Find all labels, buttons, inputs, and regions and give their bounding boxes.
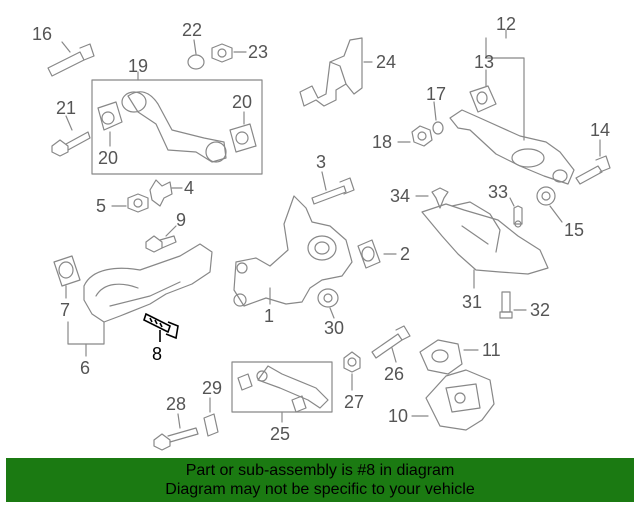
callout-24: 24 xyxy=(376,52,396,72)
callout-12: 12 xyxy=(496,14,516,34)
callout-21: 21 xyxy=(56,98,76,118)
callout-15: 15 xyxy=(564,220,584,240)
plate-4-icon xyxy=(149,179,173,207)
callout-29: 29 xyxy=(202,378,222,398)
callout-7: 7 xyxy=(60,300,70,320)
bolt-16-icon xyxy=(47,43,95,77)
callout-1: 1 xyxy=(264,306,274,326)
bushing-15-icon xyxy=(536,186,556,206)
callout-11: 11 xyxy=(482,340,501,360)
stud-33-icon xyxy=(513,205,523,228)
callout-34: 34 xyxy=(390,186,410,206)
callout-14: 14 xyxy=(590,120,610,140)
callout-19: 19 xyxy=(128,56,148,76)
bushing-25a-icon xyxy=(237,373,253,391)
callout-26: 26 xyxy=(384,364,404,384)
bolt-3-icon xyxy=(311,177,355,205)
bolt-21-icon xyxy=(51,131,91,157)
info-banner: Part or sub-assembly is #8 in diagram Di… xyxy=(6,458,634,502)
callout-10: 10 xyxy=(388,406,408,426)
bracket-24-icon xyxy=(299,37,363,107)
bolt-8-highlight-icon xyxy=(143,312,179,342)
callout-labels: 16 22 23 24 12 13 19 20 20 21 17 18 14 3… xyxy=(32,14,610,444)
link-25-icon xyxy=(256,365,329,409)
nut-18-icon xyxy=(411,125,433,147)
trailing-arm-6-icon xyxy=(83,243,213,323)
callout-20b: 20 xyxy=(98,148,118,168)
bushing-2-icon xyxy=(357,239,381,269)
callout-31: 31 xyxy=(462,292,482,312)
callout-20a: 20 xyxy=(232,92,252,112)
bolt-9-icon xyxy=(145,235,177,253)
callout-25: 25 xyxy=(270,424,290,444)
callout-28: 28 xyxy=(166,394,186,414)
box-19 xyxy=(91,79,263,175)
box-25 xyxy=(231,361,333,413)
parts-diagram: 16 22 23 24 12 13 19 20 20 21 17 18 14 3… xyxy=(32,14,611,451)
callout-6: 6 xyxy=(80,358,90,378)
bolt-32-icon xyxy=(499,291,513,319)
callout-23: 23 xyxy=(248,42,268,62)
nut-27-icon xyxy=(343,351,361,373)
callout-17: 17 xyxy=(426,84,446,104)
lower-arm-12-icon xyxy=(449,109,575,185)
callout-22: 22 xyxy=(182,20,202,40)
nut-23-icon xyxy=(211,43,233,63)
washer-17-icon xyxy=(432,121,444,135)
subframe-31-icon xyxy=(421,201,549,275)
bushing-25b-icon xyxy=(291,395,307,413)
knuckle-1-icon xyxy=(233,195,353,307)
callout-5: 5 xyxy=(96,196,106,216)
banner-line-2: Diagram may not be specific to your vehi… xyxy=(165,481,475,498)
stud-34-icon xyxy=(431,187,449,209)
ring-22-icon xyxy=(187,54,205,70)
bushing-7-icon xyxy=(53,255,81,287)
bushing-20-left-icon xyxy=(97,101,123,131)
callout-2: 2 xyxy=(400,244,410,264)
callout-4: 4 xyxy=(184,178,194,198)
banner-line-1: Part or sub-assembly is #8 in diagram xyxy=(185,462,455,479)
callout-9: 9 xyxy=(176,210,186,230)
bushing-30-icon xyxy=(317,288,339,308)
callout-3: 3 xyxy=(316,152,326,172)
callout-13: 13 xyxy=(474,52,494,72)
bushing-20-right-icon xyxy=(229,123,257,153)
upper-arm-19-icon xyxy=(121,91,227,163)
bolt-14-icon xyxy=(575,155,611,185)
callout-18: 18 xyxy=(372,132,392,152)
mount-11-icon xyxy=(419,339,463,375)
bolt-26-icon xyxy=(371,325,411,359)
clip-29-icon xyxy=(203,413,219,437)
callout-30: 30 xyxy=(324,318,344,338)
callout-8: 8 xyxy=(152,344,162,364)
bushing-13-icon xyxy=(469,85,497,113)
callout-32: 32 xyxy=(530,300,550,320)
callout-33: 33 xyxy=(488,182,508,202)
callout-27: 27 xyxy=(344,392,364,412)
callout-16: 16 xyxy=(32,24,52,44)
bracket-10-icon xyxy=(425,369,495,431)
bolt-28-icon xyxy=(153,427,199,451)
nut-5-icon xyxy=(127,193,149,213)
